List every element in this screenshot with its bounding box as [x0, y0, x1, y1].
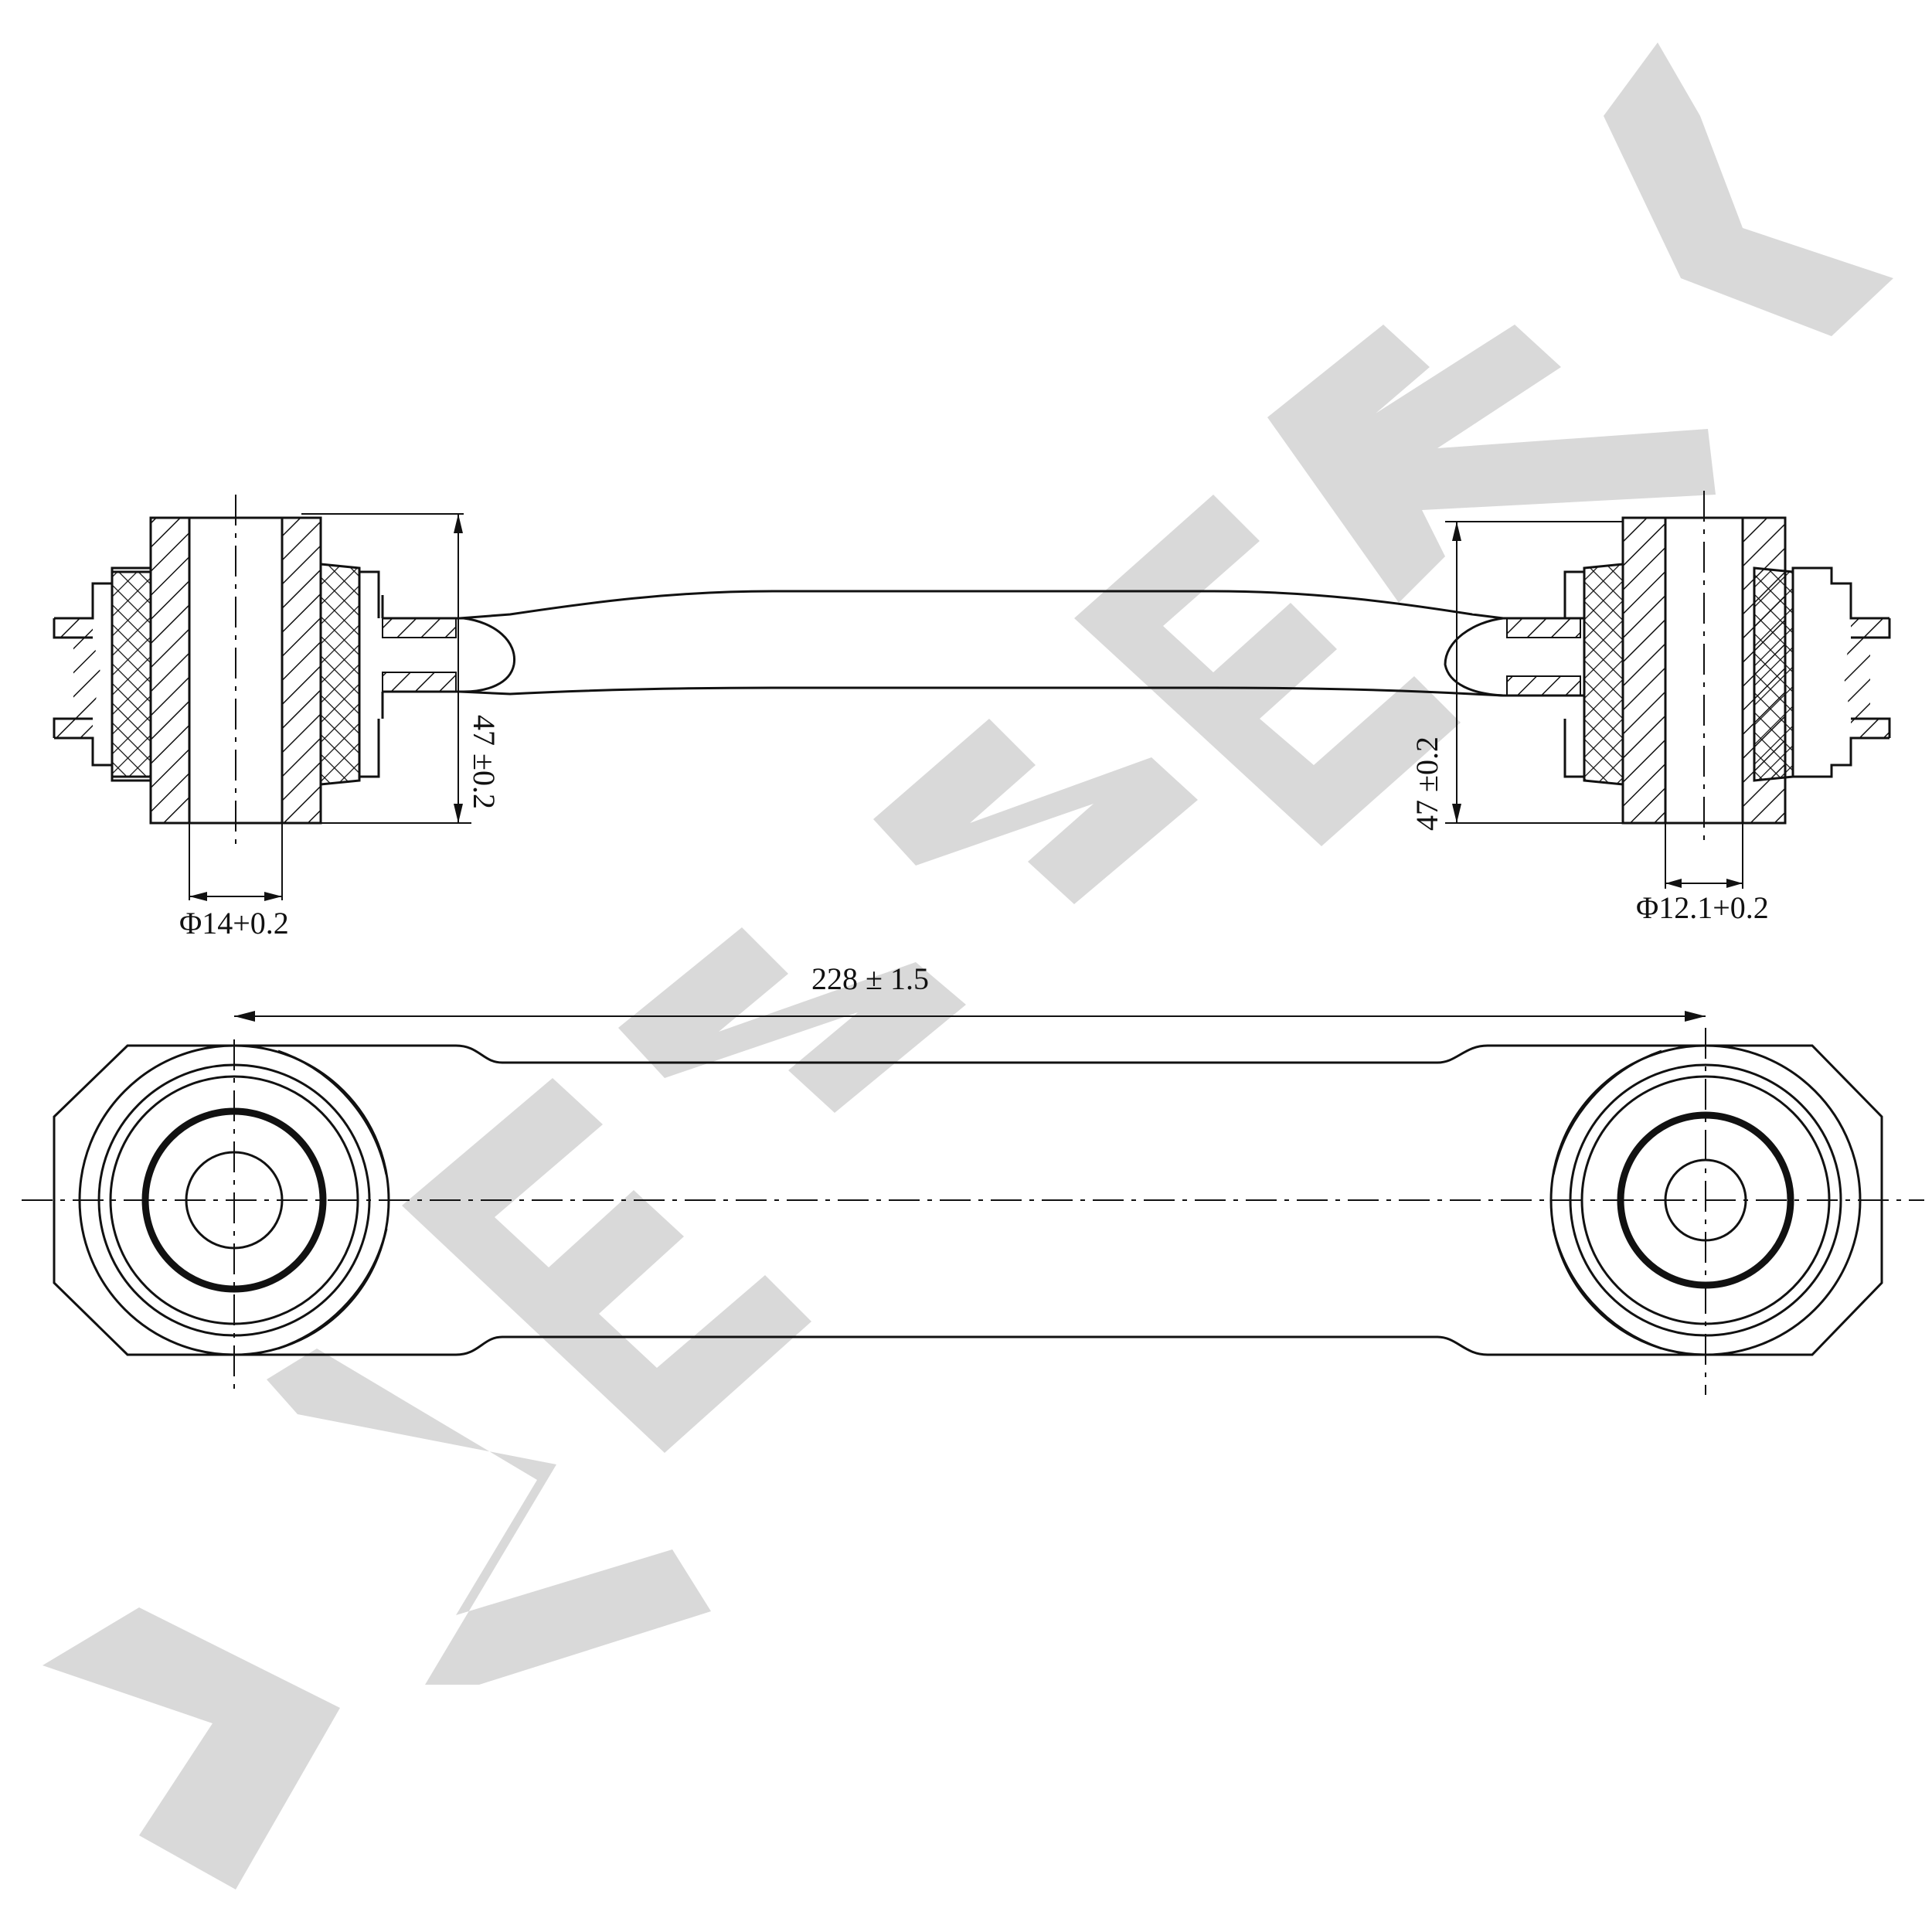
watermark-top-stroke	[1604, 43, 1893, 336]
left-bore-label: Φ14+0.2	[179, 906, 289, 940]
watermark-letter-k	[1267, 325, 1716, 603]
watermark-letter-n1	[618, 927, 966, 1113]
left-eye-outer-circle	[78, 1044, 390, 1356]
left-eye-outer-arc-bottom	[277, 1228, 388, 1350]
rod-left-neck-hatch	[382, 617, 457, 638]
top-view: 228 ± 1.5	[22, 961, 1924, 1395]
right-flange-hatch	[1843, 638, 1870, 719]
right-eye-ring-2	[1569, 1063, 1842, 1337]
watermark-letter-n2	[873, 719, 1198, 904]
right-eye-outer-arc-bottom	[1552, 1228, 1662, 1350]
watermark-letter-e	[402, 1078, 811, 1453]
left-eye-thick-ring	[141, 1107, 327, 1293]
right-bore-dimension: Φ12.1+0.2	[1636, 823, 1769, 925]
right-eye-outer-arc-top	[1552, 1049, 1662, 1175]
left-sleeve-outer-right	[281, 516, 322, 825]
right-height-dimension: 47 ±0.2	[1410, 521, 1623, 831]
left-height-dimension: 47 ±0.2	[301, 513, 502, 824]
rod-shaft-upper	[459, 590, 1504, 620]
center-distance-label: 228 ± 1.5	[811, 961, 929, 996]
rod-left-neck	[381, 595, 464, 719]
rod-right-neck-hatch	[1506, 617, 1581, 638]
left-inner-rubber	[319, 563, 361, 786]
rod-left-end-cap	[463, 617, 516, 693]
rod-right-end-cap	[1444, 617, 1504, 697]
right-eye-bore	[1664, 1158, 1747, 1242]
left-eye-outer-arc-top	[277, 1049, 388, 1175]
right-sleeve-outer-right	[1741, 516, 1787, 825]
right-bore-label: Φ12.1+0.2	[1636, 890, 1769, 925]
left-flange-hatch-2	[54, 618, 93, 738]
right-eye-thick-ring	[1617, 1111, 1794, 1289]
left-bushing-section	[53, 495, 380, 846]
left-height-label: 47 ±0.2	[467, 715, 502, 809]
left-eye-ring-3	[109, 1075, 359, 1325]
link-outline	[53, 1044, 1883, 1356]
left-eye-ring-2	[97, 1063, 371, 1337]
left-right-flange	[359, 570, 380, 778]
left-sleeve-outer-left	[149, 516, 191, 825]
right-flange-hatch-2	[1851, 618, 1889, 738]
watermark-letter-z	[267, 1349, 711, 1685]
right-height-label: 47 ±0.2	[1410, 736, 1444, 831]
right-eye-top-view	[1549, 1028, 1862, 1395]
right-eye-outer-circle	[1549, 1044, 1862, 1356]
right-bushing-flange	[1791, 566, 1891, 778]
right-bushing-section	[1563, 491, 1891, 846]
left-flange-hatch	[73, 638, 100, 719]
rod-shaft-lower	[459, 686, 1504, 697]
right-sleeve-outer-left	[1621, 516, 1667, 825]
left-eye-top-view	[78, 1039, 390, 1395]
right-inner-rubber	[1583, 563, 1624, 786]
left-eye-bore	[185, 1151, 284, 1250]
center-distance-dimension: 228 ± 1.5	[234, 961, 1706, 1022]
watermark-letter-e2	[1074, 495, 1461, 846]
rod-left-neck-hatch-low	[382, 672, 457, 692]
left-outer-rubber	[111, 570, 152, 778]
right-left-flange	[1563, 570, 1584, 778]
side-section-view: 47 ±0.2 47 ±0.2 Φ14+0.2 Φ12.1+0.	[53, 491, 1891, 940]
watermark-logo	[43, 43, 1893, 1889]
left-bore-dimension: Φ14+0.2	[179, 823, 289, 940]
watermark-chevron	[43, 1607, 340, 1889]
rod-right-neck-hatch-low	[1506, 675, 1581, 696]
right-eye-ring-3	[1580, 1075, 1831, 1325]
